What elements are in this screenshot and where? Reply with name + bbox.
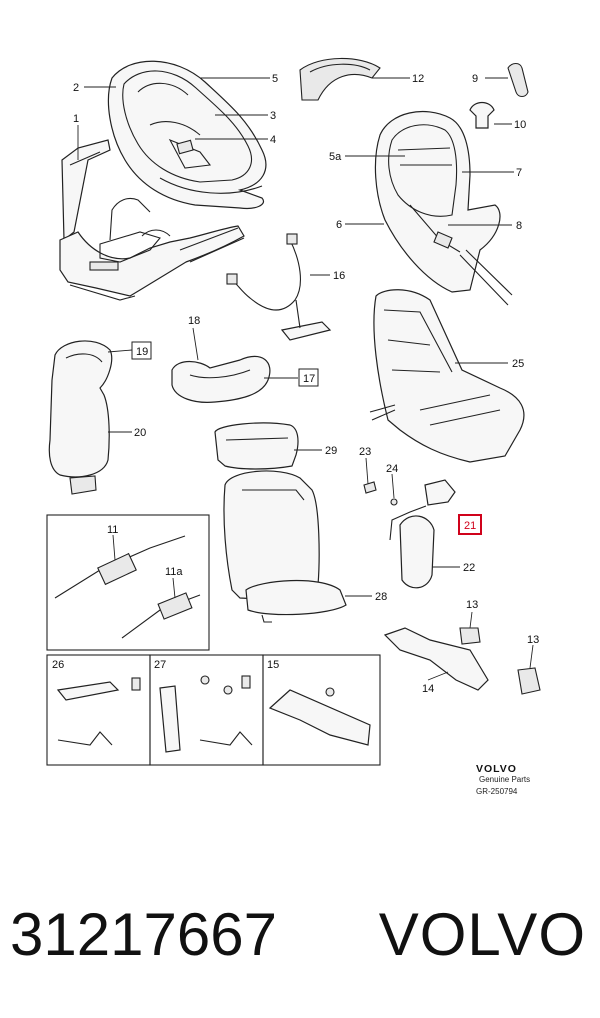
diagram-code: GR-250794 xyxy=(476,787,518,796)
callout-5: 5 xyxy=(272,73,278,85)
callout-4: 4 xyxy=(270,134,276,146)
leader-lines xyxy=(77,77,534,681)
callout-29: 29 xyxy=(325,445,337,457)
callout-9: 9 xyxy=(472,73,478,85)
callout-11: 11 xyxy=(107,524,118,536)
callout-12: 12 xyxy=(412,73,424,85)
panel-26-parts xyxy=(56,677,141,746)
callout-21-highlight xyxy=(458,514,482,535)
infant-seat xyxy=(107,60,267,210)
callout-17-box xyxy=(298,368,319,387)
fasteners-top xyxy=(469,62,529,129)
callout-19-box xyxy=(131,341,152,360)
callout-labels: 2 5 3 4 1 12 9 10 5a 7 6 8 16 25 18 17 1… xyxy=(52,73,539,695)
callout-10: 10 xyxy=(514,119,526,131)
callout-18: 18 xyxy=(188,315,200,327)
callout-5a: 5a xyxy=(329,151,342,163)
part-number: 31217667 xyxy=(10,901,277,968)
booster-seat xyxy=(214,422,347,623)
callout-8: 8 xyxy=(516,220,522,232)
panel-15-parts xyxy=(268,687,371,746)
callout-11a: 11a xyxy=(165,566,183,578)
callout-7: 7 xyxy=(516,167,522,179)
callout-2: 2 xyxy=(73,82,79,94)
callout-13-lower: 13 xyxy=(527,634,539,646)
footer xyxy=(0,845,600,1018)
harness-pad xyxy=(48,340,113,495)
callout-21: 21 xyxy=(464,520,476,532)
panel-27-parts xyxy=(159,675,253,753)
callout-3: 3 xyxy=(270,110,276,122)
callout-20: 20 xyxy=(134,427,146,439)
mirror-fittings xyxy=(363,479,456,589)
branding-block: VOLVO Genuine Parts GR-250794 xyxy=(476,763,530,796)
genuine-parts-label: Genuine Parts xyxy=(479,775,530,784)
belt-buckles xyxy=(54,535,201,639)
volvo-logo-text: VOLVO xyxy=(476,763,517,775)
callout-24: 24 xyxy=(386,463,398,475)
mounting-bracket xyxy=(383,627,541,695)
callout-28: 28 xyxy=(375,591,387,603)
callout-25: 25 xyxy=(512,358,524,370)
belt-panel-frame xyxy=(46,514,210,651)
booster-cushion xyxy=(171,355,271,403)
child-seat xyxy=(374,110,513,306)
callout-15: 15 xyxy=(267,659,279,671)
sun-canopy xyxy=(299,57,381,101)
callout-26: 26 xyxy=(52,659,64,671)
callout-6: 6 xyxy=(336,219,342,231)
callout-14: 14 xyxy=(422,683,434,695)
callout-16: 16 xyxy=(333,270,345,282)
panel-15-frame xyxy=(262,654,381,766)
callout-19: 19 xyxy=(136,346,148,358)
panel-26-frame xyxy=(46,654,151,766)
callout-13-upper: 13 xyxy=(466,599,478,611)
callout-1: 1 xyxy=(73,113,79,125)
callout-27: 27 xyxy=(154,659,166,671)
callout-22: 22 xyxy=(463,562,475,574)
parts-diagram: 2 5 3 4 1 12 9 10 5a 7 6 8 16 25 18 17 1… xyxy=(46,57,541,796)
callout-17: 17 xyxy=(303,373,315,385)
seat-base-frame xyxy=(59,139,245,301)
callout-23: 23 xyxy=(359,446,371,458)
brand-name: VOLVO xyxy=(378,901,586,968)
wiring-harness xyxy=(226,233,332,341)
seat-cover xyxy=(369,289,525,463)
